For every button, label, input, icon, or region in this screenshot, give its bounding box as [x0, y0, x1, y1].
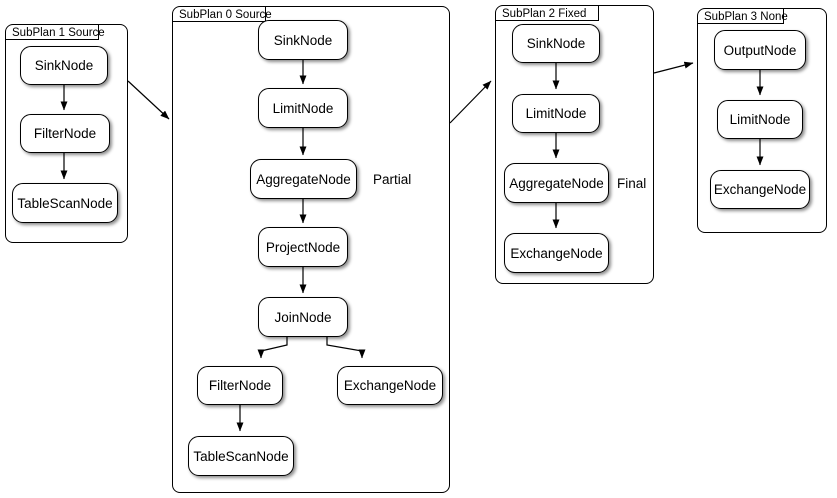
node-subplan3-limitnode: LimitNode — [717, 100, 803, 139]
edge-subplan1-subplan0 — [127, 80, 170, 120]
node-subplan1-sinknode: SinkNode — [20, 46, 108, 85]
node-subplan0-sinknode: SinkNode — [258, 20, 348, 60]
node-subplan2-aggregatenode: AggregateNode — [504, 163, 609, 203]
node-subplan2-exchangenode: ExchangeNode — [504, 233, 609, 273]
subplan-0-title: SubPlan 0 Source — [173, 7, 272, 22]
node-subplan0-joinnode: JoinNode — [258, 297, 348, 337]
aggregate-mode-annotation-partial: Partial — [373, 172, 412, 187]
node-subplan3-outputnode: OutputNode — [714, 30, 806, 70]
node-subplan0-tablescannode: TableScanNode — [188, 436, 294, 476]
node-subplan0-limitnode: LimitNode — [258, 88, 348, 128]
edge-subplan2-subplan3 — [653, 61, 694, 74]
node-subplan0-aggregatenode: AggregateNode — [250, 159, 357, 199]
node-subplan2-limitnode: LimitNode — [512, 94, 600, 133]
subplan-2-frame: SubPlan 2 Fixed — [495, 5, 654, 284]
subplan-0-frame: SubPlan 0 Source — [172, 6, 450, 493]
subplan-2-title: SubPlan 2 Fixed — [496, 6, 599, 21]
aggregate-mode-annotation-final: Final — [617, 176, 647, 191]
subplan-1-title: SubPlan 1 Source — [6, 25, 105, 40]
node-subplan0-exchangenode: ExchangeNode — [337, 366, 443, 405]
node-subplan3-exchangenode: ExchangeNode — [710, 170, 810, 209]
node-subplan1-filternode: FilterNode — [20, 114, 110, 153]
subplan-3-title: SubPlan 3 None — [698, 9, 788, 24]
node-subplan0-projectnode: ProjectNode — [258, 227, 348, 267]
node-subplan1-tablescannode: TableScanNode — [12, 183, 118, 223]
node-subplan2-sinknode: SinkNode — [512, 24, 600, 63]
subplan-3-frame: SubPlan 3 None — [697, 8, 827, 233]
subplan-1-frame: SubPlan 1 Source — [5, 24, 128, 243]
node-subplan0-filternode: FilterNode — [197, 366, 283, 405]
edge-subplan0-subplan2 — [449, 80, 492, 124]
